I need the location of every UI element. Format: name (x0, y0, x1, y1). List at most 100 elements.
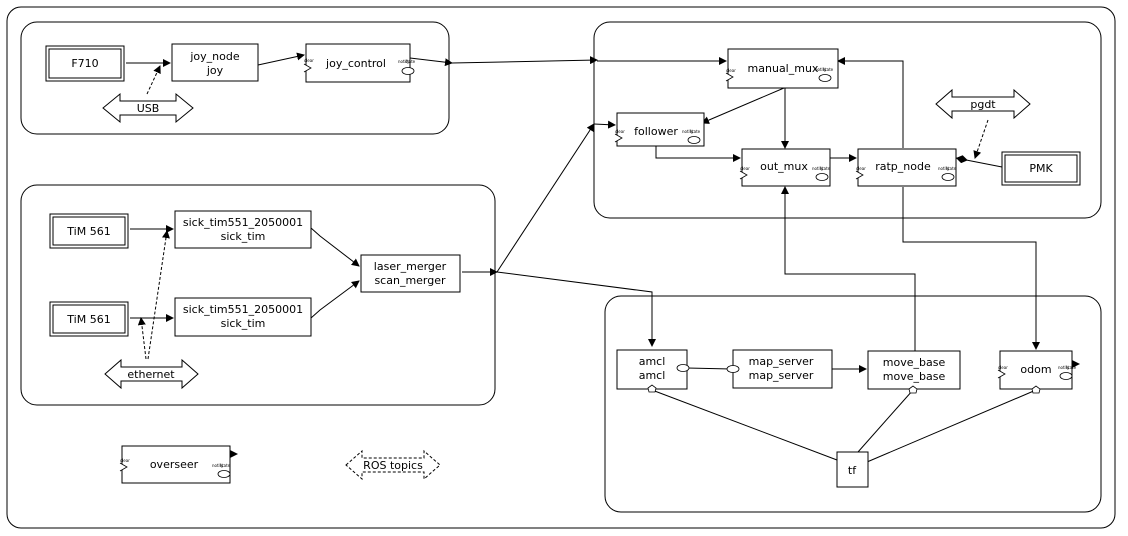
node-follower: follower clear notify state (614, 112, 705, 147)
port-label: clear (304, 58, 314, 63)
node-amcl: amcl amcl (616, 349, 690, 393)
service-port-icon (676, 364, 690, 372)
node-move-base: move_base move_base (867, 350, 961, 394)
device-label: TiM 561 (66, 313, 110, 326)
node-sick-a: sick_tim551_2050001 sick_tim (174, 210, 312, 249)
edge-tf-movebase (857, 389, 914, 453)
node-manual-mux: manual_mux clear notify state (725, 48, 839, 89)
notify-port-icon (401, 67, 415, 75)
edge-manualmux-follower (701, 87, 785, 124)
port-label: state (405, 59, 416, 64)
edge-joy-joycontrol (257, 52, 305, 66)
port-label: state (946, 166, 957, 171)
port-label: state (823, 67, 834, 72)
clear-port-icon (855, 170, 864, 180)
tf-port-icon (1031, 385, 1041, 394)
group-muxing (593, 21, 1102, 219)
node-overseer: overseer clear notify state (119, 445, 238, 484)
port-label: notify (682, 129, 694, 134)
node-type: sick_tim (221, 317, 266, 330)
clear-port-icon (614, 133, 623, 143)
edge-merger-amcl (496, 271, 656, 347)
notify-port-icon (818, 74, 832, 82)
edge-joycontrol-manualmux (409, 57, 453, 67)
node-ratp-node: ratp_node clear notify state (855, 148, 957, 187)
node-type: joy (206, 64, 224, 77)
node-map-server: map_server map_server (726, 349, 833, 389)
device-label: F710 (71, 57, 98, 70)
port-label: notify (212, 463, 224, 468)
node-tf: tf (836, 451, 869, 488)
node-name: manual_mux (748, 62, 819, 75)
port-label: state (220, 463, 231, 468)
tf-port-icon (647, 384, 657, 393)
port-label: state (690, 129, 701, 134)
node-laser-merger: laser_merger scan_merger (360, 254, 461, 293)
edge-movebase-outmux (781, 186, 916, 351)
port-label: clear (740, 166, 750, 171)
node-odom: odom clear notify state (997, 350, 1080, 394)
node-type: move_base (883, 370, 946, 383)
bus-links (137, 65, 989, 360)
node-name: tf (848, 464, 857, 477)
edge-merger-follower (496, 123, 595, 273)
notify-port-icon (941, 173, 955, 181)
edge-sicka-merger (310, 227, 360, 267)
port-label: clear (856, 166, 866, 171)
notify-port-icon (815, 173, 829, 181)
node-name: ratp_node (875, 160, 931, 173)
node-name: map_server (749, 355, 814, 368)
bus-label: ROS topics (363, 459, 423, 472)
output-port-icon (1072, 360, 1080, 368)
node-name: move_base (883, 356, 946, 369)
bus-label: ethernet (127, 368, 175, 381)
port-label: clear (120, 458, 130, 463)
node-name: sick_tim551_2050001 (183, 303, 303, 316)
output-port-icon (230, 450, 238, 458)
edge-tf-amcl (651, 389, 838, 461)
port-label: notify (938, 166, 950, 171)
port-label: clear (615, 129, 625, 134)
node-type: amcl (639, 369, 666, 382)
service-port-icon (726, 365, 740, 373)
port-label: notify (815, 67, 827, 72)
node-name: joy_control (325, 57, 386, 70)
legend-ros-topics: ROS topics (345, 449, 441, 481)
device-f710: F710 (45, 45, 125, 82)
edge-ratp-odom (902, 187, 1040, 350)
bus-label: USB (137, 102, 160, 115)
edge-sickb-merger (310, 280, 360, 319)
group-joystick (20, 21, 450, 135)
node-type: scan_merger (374, 274, 446, 287)
node-name: follower (634, 125, 678, 138)
edge-ratp-pmk (955, 155, 1014, 173)
node-joy-control: joy_control clear notify state (303, 43, 416, 83)
bus-pgdt: pgdt (935, 88, 1031, 120)
device-tim-a: TiM 561 (49, 213, 129, 249)
group-lasers (20, 184, 496, 406)
bus-ethernet: ethernet (104, 358, 199, 390)
port-label: clear (726, 68, 736, 73)
port-label: state (1066, 365, 1077, 370)
edge-amcl-mapserver (686, 367, 732, 370)
device-label: TiM 561 (66, 225, 110, 238)
edge-tf-odom (866, 389, 1037, 463)
device-tim-b: TiM 561 (49, 301, 129, 337)
clear-port-icon (303, 63, 312, 73)
node-name: sick_tim551_2050001 (183, 216, 303, 229)
device-label: PMK (1029, 162, 1053, 175)
bus-usb: USB (102, 92, 194, 124)
clear-port-icon (997, 369, 1006, 379)
node-joy-node: joy_node joy (171, 43, 259, 82)
port-label: notify (398, 59, 410, 64)
notify-port-icon (217, 470, 231, 478)
node-out-mux: out_mux clear notify state (739, 148, 831, 187)
tf-port-icon (908, 385, 918, 394)
node-name: joy_node (189, 50, 239, 63)
node-type: map_server (749, 369, 814, 382)
node-name: out_mux (760, 160, 808, 173)
port-label: state (820, 166, 831, 171)
outer-frame (6, 6, 1116, 529)
node-sick-b: sick_tim551_2050001 sick_tim (174, 297, 312, 337)
